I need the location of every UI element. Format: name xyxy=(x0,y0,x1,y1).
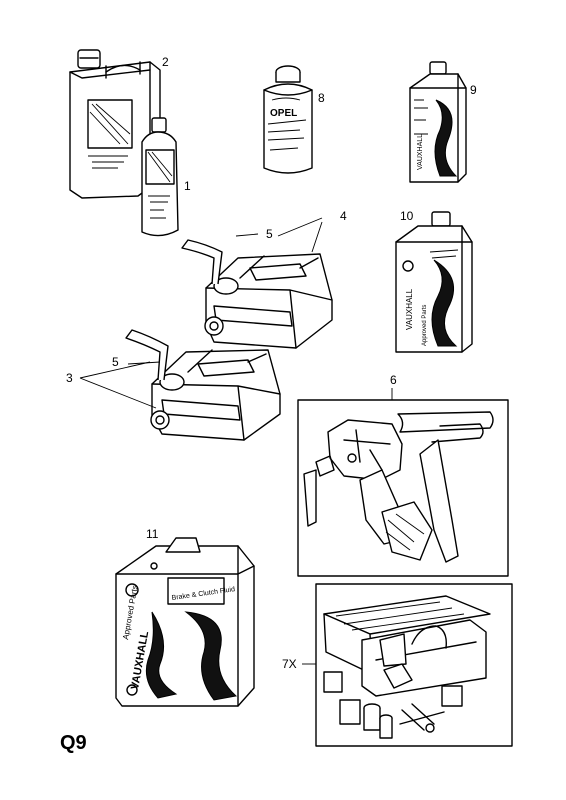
page-code: Q9 xyxy=(60,732,87,754)
opel-label-text: OPEL xyxy=(270,108,297,119)
callout-4: 4 xyxy=(340,209,347,223)
callout-5-upper: 5 xyxy=(266,227,273,241)
jerry-can-lower xyxy=(125,329,281,441)
medium-brake-fluid-tin: VAUXHALL Approved Parts xyxy=(395,211,473,353)
lock-kit-panel xyxy=(297,399,509,577)
vauxhall-label-small: VAUXHALL xyxy=(417,134,424,170)
leader-lines xyxy=(79,217,393,665)
coolant-bottle xyxy=(141,117,179,237)
jerry-can-upper xyxy=(181,239,333,349)
callout-2: 2 xyxy=(162,55,169,69)
approved-parts-label-medium: Approved Parts xyxy=(422,305,428,346)
callout-7x: 7X xyxy=(282,657,297,671)
opel-fluid-can: OPEL xyxy=(263,65,313,174)
small-brake-fluid-tin: VAUXHALL xyxy=(409,61,467,183)
callout-1: 1 xyxy=(184,179,191,193)
callout-3: 3 xyxy=(66,371,73,385)
callout-5-lower: 5 xyxy=(112,355,119,369)
callout-9: 9 xyxy=(470,83,477,97)
toolbox-kit-panel xyxy=(315,583,513,747)
vauxhall-label-medium: VAUXHALL xyxy=(405,288,414,330)
large-coolant-container xyxy=(69,49,161,199)
large-brake-fluid-can: Brake & Clutch Fluid VAUXHALL Approved P… xyxy=(115,537,255,707)
callout-6: 6 xyxy=(390,373,397,387)
callout-10: 10 xyxy=(400,209,414,223)
callout-8: 8 xyxy=(318,91,325,105)
callout-11: 11 xyxy=(146,527,159,541)
